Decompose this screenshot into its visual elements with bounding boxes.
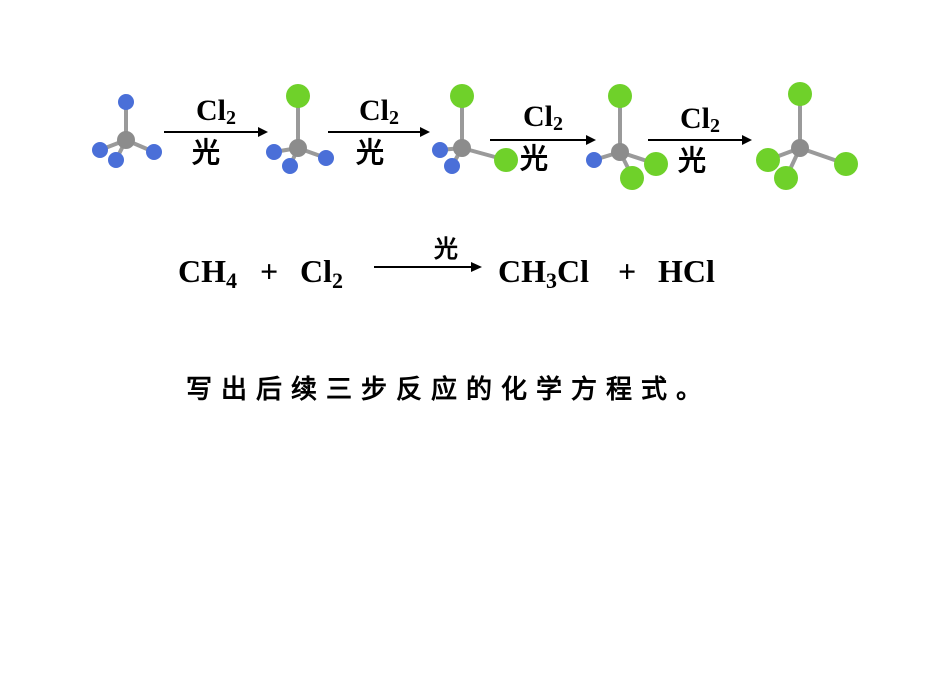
chlorine-atom [608,84,632,108]
product-ch3cl: CH3Cl [498,253,589,293]
molecule-ch3cl-drawing [266,84,334,174]
molecule-ch4-drawing [92,94,162,168]
plus-sign: + [260,253,279,289]
reaction-arrow-step-3: Cl2 光 [488,102,598,182]
chlorine-atom [756,148,780,172]
hydrogen-atom [586,152,602,168]
chlorine-atom [450,84,474,108]
chlorine-atom [620,166,644,190]
molecule-chcl3 [586,78,696,198]
chlorine-atom [286,84,310,108]
reactant-cl2: Cl2 [300,253,343,293]
hydrogen-atom [108,152,124,168]
condition-label: 光 [356,136,385,169]
arrow-icon [328,127,430,137]
carbon-atom [289,139,307,157]
carbon-atom [117,131,135,149]
hydrogen-atom [318,150,334,166]
reaction-arrow-step-2: Cl2 光 [326,96,432,176]
hydrogen-atom [146,144,162,160]
molecule-ch2cl2 [432,78,542,198]
chlorine-atom [834,152,858,176]
reagent-label: Cl2 [680,102,720,137]
hydrogen-atom [92,142,108,158]
molecule-chcl3-drawing [586,84,668,190]
plus-sign: + [618,253,637,289]
product-hcl: HCl [658,253,715,289]
arrow-icon [648,135,752,145]
hydrogen-atom [118,94,134,110]
reaction-arrow-step-4: Cl2 光 [646,104,754,184]
equation-condition: 光 [434,235,458,263]
chlorine-atom [494,148,518,172]
arrow-icon [490,135,596,145]
condition-label: 光 [520,142,549,175]
reactant-ch4: CH4 [178,253,237,293]
instruction-text: 写出后续三步反应的化学方程式。 [186,375,712,405]
chlorine-atom [774,166,798,190]
hydrogen-atom [266,144,282,160]
reagent-label: Cl2 [196,94,236,129]
chlorine-atom [644,152,668,176]
molecule-ccl4-drawing [756,82,858,190]
equation-arrow-icon [374,262,482,272]
chemical-equation: CH4 + Cl2 光 CH3Cl + HCl [178,236,738,296]
condition-label: 光 [192,136,221,169]
arrow-icon [164,127,268,137]
carbon-atom [611,143,629,161]
reagent-label: Cl2 [359,94,399,129]
hydrogen-atom [282,158,298,174]
carbon-atom [453,139,471,157]
carbon-atom [791,139,809,157]
molecule-ccl4 [754,78,864,198]
hydrogen-atom [432,142,448,158]
condition-label: 光 [678,144,707,177]
reagent-label: Cl2 [523,100,563,135]
molecule-ch4 [88,78,198,198]
molecule-ch3cl [262,78,372,198]
chlorine-atom [788,82,812,106]
hydrogen-atom [444,158,460,174]
molecule-ch2cl2-drawing [432,84,518,174]
reaction-arrow-step-1: Cl2 光 [162,96,270,176]
